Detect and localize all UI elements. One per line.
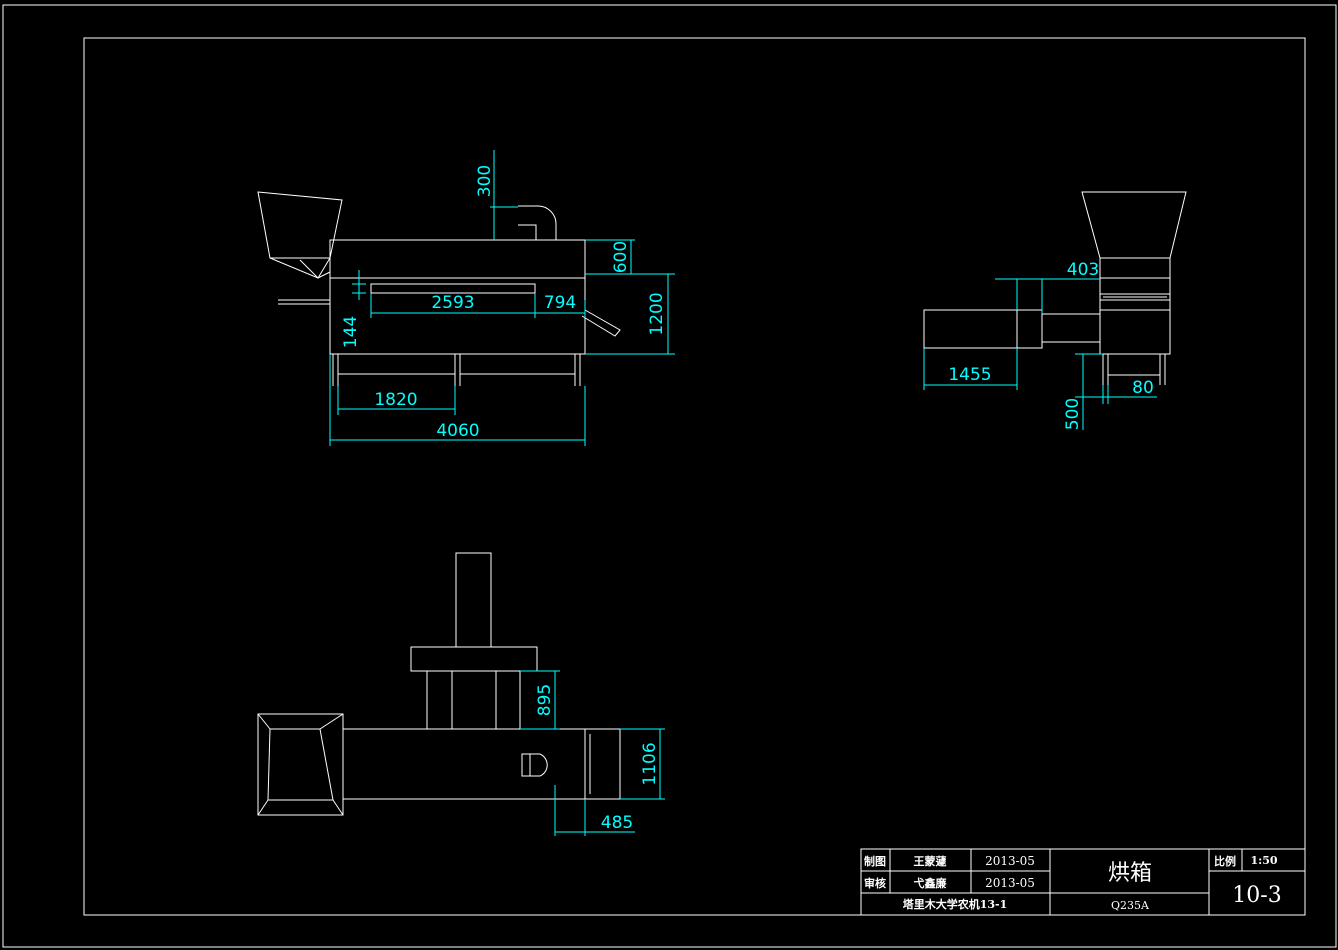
dim-vent-300: 300	[475, 165, 495, 197]
dim-slot-lines	[370, 293, 586, 318]
dim-side-80: 80	[1132, 378, 1154, 398]
side-hopper	[1081, 191, 1187, 259]
dim-top-895: 895	[535, 684, 555, 716]
dim-side-403: 403	[1067, 260, 1099, 280]
checked-date: 2013-05	[985, 876, 1035, 890]
dim-top-895-lines	[520, 670, 560, 730]
dim-top-485: 485	[601, 813, 633, 833]
scale-label: 比例	[1214, 854, 1236, 868]
front-slot	[370, 283, 536, 294]
material: Q235A	[1111, 899, 1150, 912]
front-frame	[330, 353, 585, 386]
top-hopper-inner	[267, 728, 334, 801]
side-legs	[1102, 354, 1166, 385]
dim-length-4060: 4060	[436, 421, 479, 441]
dim-top-485-lines	[554, 785, 635, 836]
drawing-number: 10-3	[1232, 883, 1281, 908]
front-outlet-chute	[581, 309, 621, 337]
title-block-grid	[861, 849, 1305, 915]
front-view: 300 600 1200 2593 794 144 1820 4060	[257, 150, 675, 446]
top-main-body	[342, 728, 586, 800]
dim-side-403-lines	[995, 278, 1100, 314]
dim-total-height-lines	[585, 274, 675, 355]
dim-box-600: 600	[611, 241, 631, 273]
front-hopper	[257, 191, 343, 279]
dim-side-500: 500	[1063, 398, 1083, 430]
front-vent-elbow	[518, 205, 557, 240]
drawn-by: 王蒙蘧	[914, 854, 947, 868]
dim-side-1455-lines	[923, 348, 1018, 390]
front-feed-chute	[278, 299, 330, 305]
front-hopper-lip	[270, 257, 331, 279]
top-vent-pipe	[455, 552, 492, 648]
dim-length-lines	[329, 354, 586, 446]
drawn-label: 制图	[864, 854, 886, 868]
inner-frame	[83, 37, 1306, 916]
outer-border	[2, 4, 1337, 948]
top-vent-legs	[426, 671, 521, 729]
top-hopper-corners	[257, 713, 344, 816]
dim-side-1455: 1455	[948, 365, 991, 385]
dim-side-80-lines	[1080, 385, 1157, 404]
top-inlet-port	[521, 753, 548, 777]
title-block-frame	[860, 848, 1306, 916]
dim-box-height-lines	[585, 239, 675, 275]
title-block: 制图 王蒙蘧 2013-05 审核 弋鑫廉 2013-05 塔里木大学农机13-…	[860, 848, 1306, 916]
dim-offset-lines	[352, 270, 366, 300]
side-box-slot	[1100, 277, 1170, 311]
checked-by: 弋鑫廉	[914, 876, 947, 890]
dim-height-1200: 1200	[647, 292, 667, 335]
side-duct	[923, 309, 1018, 349]
school-name: 塔里木大学农机13-1	[903, 897, 1008, 911]
dim-slot-2593: 2593	[431, 293, 474, 313]
dim-vent-lines	[490, 150, 518, 240]
checked-label: 审核	[864, 876, 886, 890]
dim-leg-span-lines	[337, 386, 456, 415]
top-view: 895 1106 485	[257, 552, 665, 836]
dim-top-1106-lines	[620, 728, 665, 800]
side-box	[1099, 257, 1171, 355]
scale-value: 1:50	[1250, 854, 1277, 867]
dim-outlet-794: 794	[544, 293, 576, 313]
side-duct-flange	[1016, 309, 1043, 349]
top-vent-flange	[410, 646, 538, 672]
top-outlet	[584, 728, 621, 800]
drawn-date: 2013-05	[985, 854, 1035, 868]
side-view: 403 1455 500 80	[923, 191, 1187, 430]
side-duct-neck	[1041, 313, 1101, 343]
dim-top-1106: 1106	[640, 742, 660, 785]
part-name: 烘箱	[1108, 861, 1152, 886]
dim-leg-1820: 1820	[374, 390, 417, 410]
dim-offset-144: 144	[341, 316, 361, 348]
